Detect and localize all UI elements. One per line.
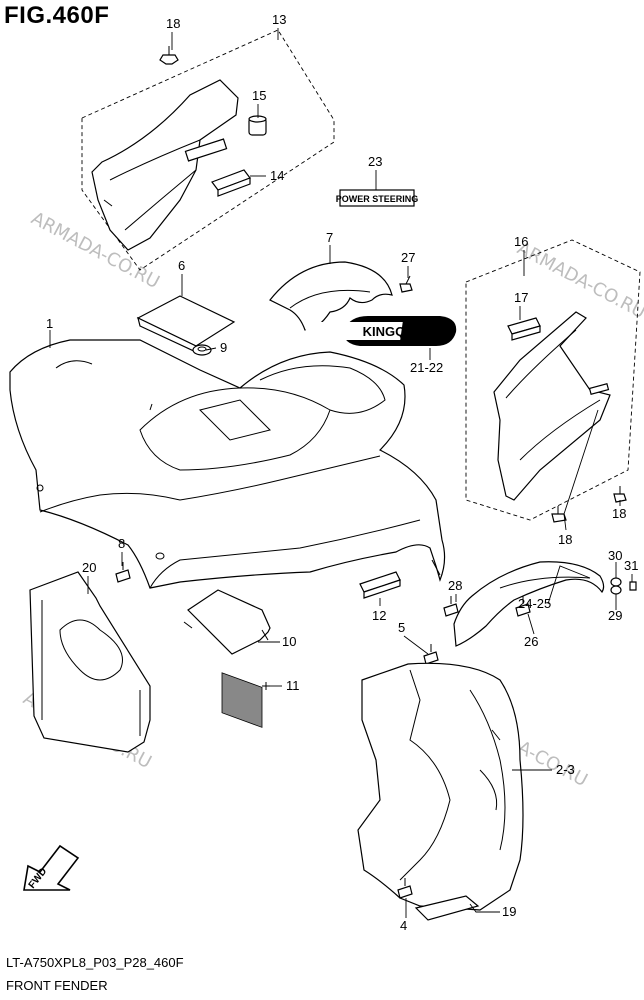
callout-27: 27 xyxy=(401,250,415,265)
power-steering-sticker: POWER STEERING xyxy=(336,189,419,207)
bolt-18-right-part xyxy=(613,486,627,503)
callout-2-3: 2-3 xyxy=(556,762,575,777)
callout-24-25: 24-25 xyxy=(518,596,551,611)
grommet-9-part xyxy=(192,344,212,356)
screw-27-part xyxy=(399,275,413,293)
callout-18-right: 18 xyxy=(612,506,626,521)
callout-26: 26 xyxy=(524,634,538,649)
bracket-13-part xyxy=(91,79,239,251)
power-steering-text: POWER STEERING xyxy=(336,194,419,204)
screw-11-part xyxy=(262,682,270,690)
callout-10: 10 xyxy=(282,634,296,649)
front-fender-1-part xyxy=(9,339,446,589)
callout-29: 29 xyxy=(608,608,622,623)
callout-9: 9 xyxy=(220,340,227,355)
callout-21-22: 21-22 xyxy=(410,360,443,375)
callout-6: 6 xyxy=(178,258,185,273)
callout-23: 23 xyxy=(368,154,382,169)
group-box-16 xyxy=(465,239,641,521)
figure-code: LT-A750XPL8_P03_P28_460F xyxy=(6,955,184,970)
bolt-18-top-part xyxy=(159,46,179,65)
group-box-13 xyxy=(81,29,335,271)
callout-1: 1 xyxy=(46,316,53,331)
figure-title: FIG.460F xyxy=(4,2,110,29)
bolt-28-part xyxy=(443,596,459,617)
pad-14-part xyxy=(211,169,251,197)
callout-4: 4 xyxy=(400,918,407,933)
panel-20-part xyxy=(29,571,151,753)
callout-20: 20 xyxy=(82,560,96,575)
figure-name: FRONT FENDER xyxy=(6,978,108,993)
callout-11: 11 xyxy=(286,678,300,693)
callout-28: 28 xyxy=(448,578,462,593)
callout-8: 8 xyxy=(118,536,125,551)
callout-31: 31 xyxy=(624,558,638,573)
bracket-24-25-part xyxy=(453,561,605,647)
callout-12: 12 xyxy=(372,608,386,623)
bracket-16-part xyxy=(493,311,611,501)
screw-8-part xyxy=(115,562,131,583)
callout-numbers: 18 13 15 14 23 7 27 6 16 17 1 9 21-22 18… xyxy=(46,12,638,933)
callout-13: 13 xyxy=(272,12,286,27)
callout-19: 19 xyxy=(502,904,516,919)
callout-18-mid: 18 xyxy=(558,532,572,547)
pad-6-part xyxy=(136,295,236,353)
kingquad-emblem: KINGQUAD xyxy=(304,316,457,346)
pad-19-part xyxy=(414,895,480,921)
callout-7: 7 xyxy=(326,230,333,245)
pad-12-part xyxy=(359,571,401,599)
callout-5: 5 xyxy=(398,620,405,635)
watermark: ARMADA-CO.RU xyxy=(514,238,644,323)
screw-4-part xyxy=(397,878,413,899)
washers-29-30-31-part xyxy=(610,577,637,595)
bolt-5-part xyxy=(423,644,439,665)
bolt-18-mid-part xyxy=(551,506,567,523)
pad-17-part xyxy=(507,317,541,341)
callout-30: 30 xyxy=(608,548,622,563)
fwd-arrow-icon: FWD xyxy=(23,844,80,891)
grille-10-part xyxy=(183,589,271,728)
grommet-15-part xyxy=(248,115,267,136)
callout-16: 16 xyxy=(514,234,528,249)
kingquad-text: KINGQUAD xyxy=(363,324,434,339)
inner-fender-2-3-part xyxy=(357,662,524,911)
leader-lines xyxy=(49,28,633,918)
callout-14: 14 xyxy=(270,168,284,183)
bolt-26-part xyxy=(515,596,531,617)
callout-15: 15 xyxy=(252,88,266,103)
callout-17: 17 xyxy=(514,290,528,305)
callout-18: 18 xyxy=(166,16,180,31)
